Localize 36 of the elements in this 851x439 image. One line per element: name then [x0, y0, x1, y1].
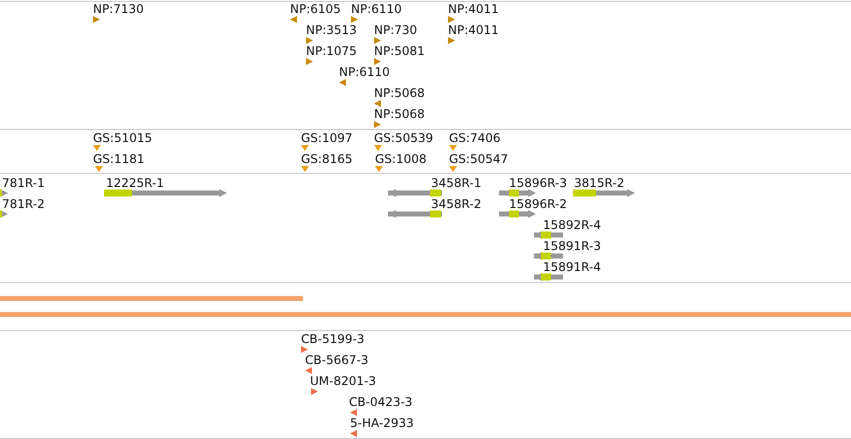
feature-label: NP:1075 [306, 44, 357, 58]
feature-label: NP:6110 [351, 2, 402, 16]
feature-label: GS:7406 [449, 131, 500, 145]
feature-label: NP:6105 [290, 2, 341, 16]
feature-label: 781R-2 [2, 197, 45, 211]
feature-label: GS:50547 [449, 152, 508, 166]
feature-label: 15891R-4 [543, 260, 601, 274]
feature-label: 15896R-3 [509, 176, 567, 190]
feature-label: NP:5081 [374, 44, 425, 58]
feature-label: CB-5667-3 [305, 353, 368, 367]
feature-label: NP:4011 [448, 23, 499, 37]
feature-label: 3458R-2 [431, 197, 482, 211]
feature-label: NP:7130 [93, 2, 144, 16]
feature-label: NP:5068 [374, 107, 425, 121]
feature-label: UM-8201-3 [310, 374, 376, 388]
feature-label: GS:1008 [375, 152, 426, 166]
feature-label: GS:8165 [301, 152, 352, 166]
feature-label: NP:6110 [339, 65, 390, 79]
feature-label: GS:51015 [93, 131, 152, 145]
feature-label: GS:50539 [374, 131, 434, 145]
feature-label: GS:1097 [301, 131, 352, 145]
feature-label: 781R-1 [2, 176, 45, 190]
feature-label: NP:5068 [374, 86, 425, 100]
feature-label: 15892R-4 [543, 218, 601, 232]
feature-label: GS:1181 [93, 152, 144, 166]
feature-label: 15891R-3 [543, 239, 601, 253]
feature-label: NP:4011 [448, 2, 499, 16]
feature-label: 3458R-1 [431, 176, 482, 190]
feature-label: NP:730 [374, 23, 418, 37]
feature-label: 15896R-2 [509, 197, 567, 211]
feature-label: 3815R-2 [574, 176, 624, 190]
feature-label: 12225R-1 [106, 176, 164, 190]
feature-label: CB-0423-3 [349, 395, 412, 409]
feature-label: NP:3513 [306, 23, 357, 37]
feature-label: 5-HA-2933 [350, 416, 414, 430]
feature-label: CB-5199-3 [301, 332, 364, 346]
